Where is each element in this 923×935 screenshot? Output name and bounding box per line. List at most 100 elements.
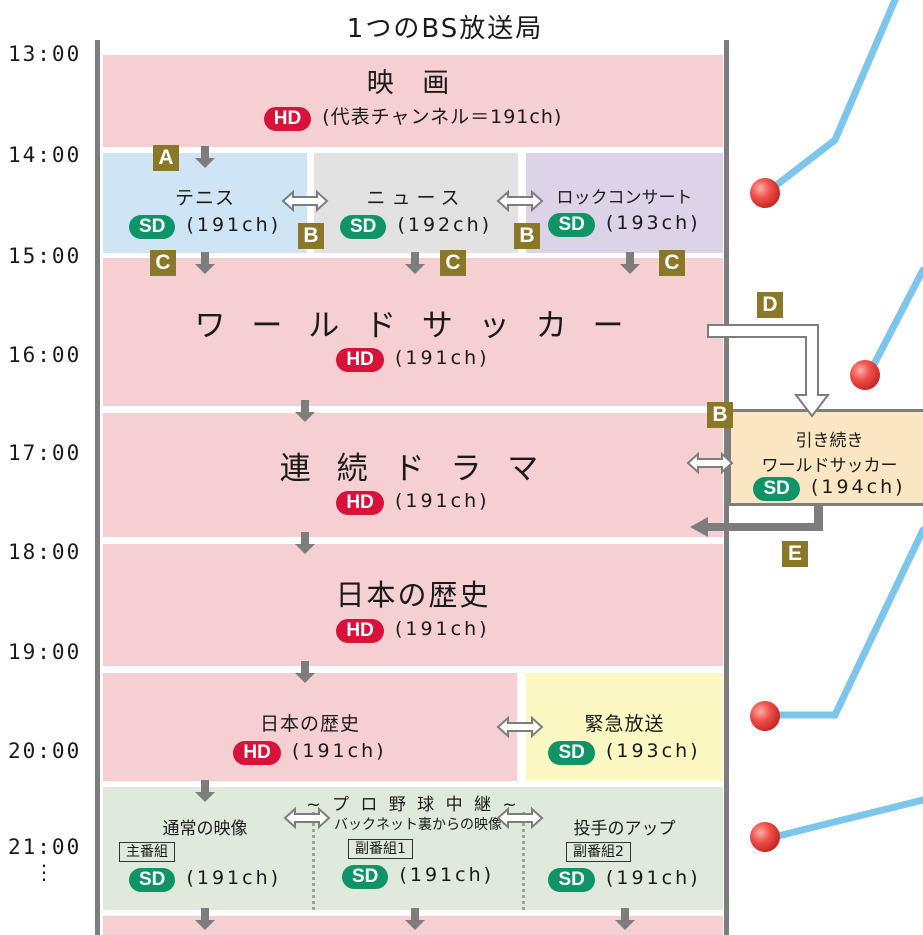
tag-e: E: [782, 541, 808, 567]
sd-badge: SD: [341, 864, 389, 889]
sd-badge: SD: [128, 867, 176, 892]
time-label-2000: 20:00: [8, 739, 82, 763]
diagram-title: 1つのBS放送局: [346, 14, 544, 44]
cable-line: [766, 0, 899, 194]
rock-title: ロックコンサート: [556, 188, 693, 208]
arrow-down: [295, 661, 315, 683]
sd-badge: SD: [548, 867, 595, 892]
arrow-down: [620, 252, 640, 274]
connector-ball: [750, 701, 780, 731]
drama-title: 連 続 ド ラ マ: [279, 451, 547, 487]
arrow-down: [195, 146, 215, 168]
block-normal-view: 通常の映像 主番組 SD (191ch): [103, 812, 307, 910]
tag-c: C: [440, 250, 466, 276]
tag-b: B: [514, 223, 540, 249]
tennis-title: テニス: [174, 187, 235, 209]
arrow-down: [195, 252, 215, 274]
hd-badge: HD: [233, 740, 281, 765]
sd-badge: SD: [128, 214, 176, 239]
arrow-switch: [284, 808, 330, 828]
hd-badge: HD: [336, 618, 384, 643]
sd-badge: SD: [753, 476, 800, 501]
sub-program-1-label: 副番組1: [348, 839, 413, 859]
tag-a: A: [153, 145, 179, 171]
soccer-title: ワ ー ル ド サ ッ カ ー: [194, 308, 632, 344]
divider-dotted: [522, 812, 525, 910]
backnet-channel: (191ch): [399, 864, 495, 886]
history-channel: (191ch): [394, 618, 490, 640]
arrow-down: [295, 532, 315, 554]
cable-lines: [766, 0, 923, 842]
arrow-down: [615, 908, 635, 930]
time-label-1400: 14:00: [8, 143, 82, 167]
tennis-channel: (191ch): [186, 214, 282, 236]
rock-channel: (193ch): [605, 212, 701, 234]
arrow-down: [195, 908, 215, 930]
news-title: ニュース: [366, 187, 466, 209]
time-label-1900: 19:00: [8, 640, 82, 664]
movie-channel: (代表チャンネル＝191ch): [322, 106, 563, 128]
connector-ball: [750, 822, 780, 852]
tag-b: B: [298, 223, 324, 249]
cable-line: [766, 796, 923, 842]
history2-channel: (191ch): [291, 740, 387, 762]
cable-line: [866, 266, 923, 376]
arrow-down: [195, 780, 215, 802]
arrow-e: [690, 506, 823, 537]
divider-dotted: [312, 812, 315, 910]
hd-badge: HD: [336, 347, 384, 372]
block-rock-concert: ロックコンサート SD (193ch): [526, 153, 723, 253]
tag-d: D: [757, 292, 783, 318]
sd-badge: SD: [548, 740, 595, 765]
timeline-right-border: [724, 40, 729, 935]
history2-title: 日本の歴史: [259, 713, 360, 735]
time-label-1800: 18:00: [8, 540, 82, 564]
arrow-down: [405, 252, 425, 274]
block-emergency: 緊急放送 SD (193ch): [526, 673, 723, 781]
tag-b: B: [707, 402, 733, 428]
sd-badge: SD: [548, 212, 595, 237]
news-channel: (192ch): [397, 214, 493, 236]
continue-title-line1: 引き続き: [795, 431, 864, 451]
block-history-2: 日本の歴史 HD (191ch): [103, 673, 517, 781]
block-drama: 連 続 ド ラ マ HD (191ch): [103, 413, 723, 537]
main-program-label: 主番組: [119, 842, 175, 862]
soccer-channel: (191ch): [394, 347, 490, 369]
block-baseball: ~ プ ロ 野 球 中 継 ~: [103, 787, 723, 910]
arrow-switch: [497, 191, 543, 211]
time-label-1300: 13:00: [8, 42, 82, 66]
connector-ball: [750, 178, 780, 208]
block-soccer-continue: 引き続き ワールドサッカー SD (194ch): [728, 409, 923, 506]
emergency-channel: (193ch): [605, 740, 701, 762]
backnet-title: バックネット裏からの映像: [334, 817, 502, 833]
arrow-switch: [497, 717, 543, 737]
arrow-d: [707, 324, 831, 418]
sub-program-2-label: 副番組2: [566, 842, 631, 862]
timeline-left-border: [95, 40, 100, 935]
tag-c: C: [150, 250, 176, 276]
continue-channel: (194ch): [810, 476, 906, 498]
arrow-down: [405, 908, 425, 930]
arrow-down: [295, 400, 315, 422]
history-title: 日本の歴史: [335, 578, 491, 612]
normal-channel: (191ch): [186, 867, 282, 889]
time-label-1600: 16:00: [8, 343, 82, 367]
time-label-1700: 17:00: [8, 441, 82, 465]
movie-title: 映 画: [366, 68, 460, 99]
hd-badge: HD: [336, 490, 384, 515]
normal-title: 通常の映像: [162, 819, 248, 839]
sd-badge: SD: [339, 214, 387, 239]
connector-ball: [850, 360, 880, 390]
emergency-title: 緊急放送: [584, 713, 665, 735]
arrow-switch: [687, 453, 733, 473]
block-news: ニュース SD (192ch): [314, 153, 518, 253]
block-history: 日本の歴史 HD (191ch): [103, 544, 723, 666]
continue-title-line2: ワールドサッカー: [761, 456, 898, 476]
time-label-1500: 15:00: [8, 244, 82, 268]
baseball-header: ~ プ ロ 野 球 中 継 ~: [306, 795, 520, 815]
time-label-2100: 21:00: [8, 835, 82, 859]
pitcher-channel: (191ch): [605, 867, 701, 889]
block-movie: 映 画 HD (代表チャンネル＝191ch): [103, 55, 723, 147]
cable-line: [766, 526, 923, 719]
